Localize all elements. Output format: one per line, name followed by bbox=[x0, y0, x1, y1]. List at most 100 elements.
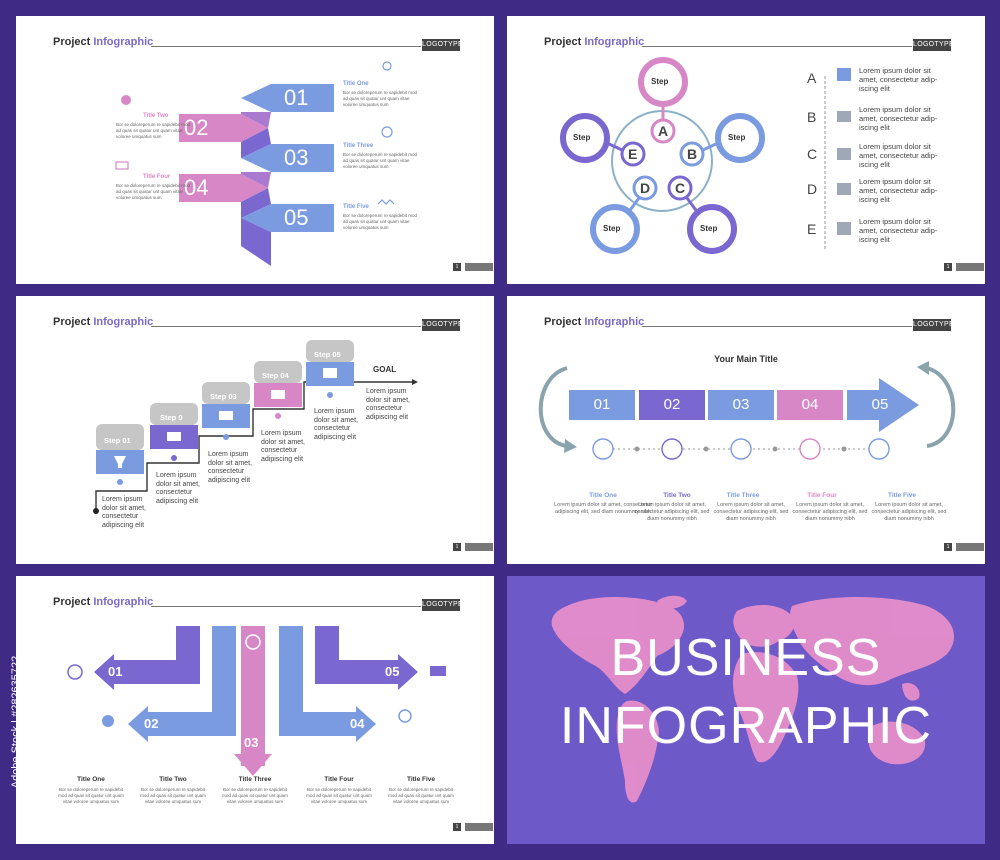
target-icon bbox=[102, 715, 114, 727]
target-icon bbox=[799, 438, 821, 460]
cycle-letter-c: C bbox=[675, 180, 686, 196]
ribbon-01 bbox=[241, 84, 334, 112]
process-arrow-05 bbox=[847, 378, 919, 432]
checkbox-icon bbox=[837, 68, 851, 81]
chart-icon bbox=[115, 161, 129, 170]
step-label-05: Step 05 bbox=[314, 350, 341, 359]
step-label-04: Step 04 bbox=[262, 371, 289, 380]
bar-chart-icon bbox=[868, 438, 890, 460]
list-text-d: Lorem ipsum dolor sit amet, consectetur … bbox=[859, 177, 938, 204]
world-map-illustration bbox=[551, 595, 955, 803]
step-circle-bottom-left bbox=[590, 204, 640, 254]
title-five: Title Five bbox=[887, 492, 917, 499]
gold-bars-icon bbox=[837, 183, 851, 195]
list-letter-a: A bbox=[807, 70, 817, 86]
title-two: Title Two bbox=[663, 492, 691, 499]
arrow-number-01: 01 bbox=[108, 664, 123, 679]
ribbon-number-05: 05 bbox=[284, 205, 309, 230]
title-two: Title Two bbox=[143, 113, 169, 119]
stopwatch-icon bbox=[382, 61, 392, 71]
page-number: 1 bbox=[453, 263, 461, 271]
header-rule bbox=[151, 46, 421, 47]
cycle-letter-d: D bbox=[640, 180, 651, 196]
step-label-01: Step 01 bbox=[104, 436, 131, 445]
slide-cover-world-map: BUSINESS INFOGRAPHIC bbox=[507, 576, 985, 844]
ribbon-number-03: 03 bbox=[284, 145, 309, 170]
ribbon-number-01: 01 bbox=[284, 85, 309, 110]
logotype-badge: LOGOTYPE bbox=[422, 319, 463, 331]
cycle-letter-b: B bbox=[687, 146, 698, 162]
title-four: Title Four bbox=[143, 174, 171, 180]
title-three: Title Three bbox=[238, 776, 272, 783]
list-letter-d: D bbox=[807, 181, 818, 197]
cycle-diagram bbox=[560, 57, 851, 254]
ribbon-02 bbox=[179, 114, 268, 142]
funnel-icon bbox=[114, 456, 126, 468]
list-letter-b: B bbox=[807, 109, 817, 125]
header-rule bbox=[151, 606, 421, 607]
title-four: Title Four bbox=[324, 776, 354, 783]
goal-label: GOAL bbox=[373, 365, 397, 374]
briefcase-icon bbox=[837, 111, 851, 122]
title-one: Title One bbox=[589, 492, 617, 499]
slide-header: Project Infographic bbox=[544, 36, 645, 48]
ribbon-03 bbox=[241, 144, 334, 172]
step-label-left: Step bbox=[573, 133, 591, 142]
header-rule bbox=[642, 326, 912, 327]
list-text-c: Lorem ipsum dolor sit amet, consectetur … bbox=[859, 142, 938, 169]
step-label-bottom-right: Step bbox=[700, 224, 718, 233]
page-number: 1 bbox=[453, 823, 461, 831]
cover-title-line2: INFOGRAPHIC bbox=[559, 697, 933, 755]
stopwatch-icon bbox=[67, 664, 83, 680]
step-label-03: Step 03 bbox=[210, 392, 237, 401]
lightbulb-icon bbox=[661, 438, 683, 460]
slide-header: Project Infographic bbox=[53, 36, 154, 48]
process-number-02: 02 bbox=[663, 396, 681, 413]
process-box-04 bbox=[777, 390, 843, 420]
arrow-02 bbox=[148, 626, 236, 736]
process-number-04: 04 bbox=[801, 396, 819, 413]
page-number: 1 bbox=[944, 263, 952, 271]
stock-watermark: Adobe Stock | #282635722 bbox=[10, 655, 22, 789]
title-five: Title Five bbox=[406, 776, 436, 783]
process-arrow-diagram bbox=[538, 361, 956, 460]
list-text-a: Lorem ipsum dolor sit amet, consectetur … bbox=[859, 66, 938, 93]
process-box-01 bbox=[569, 390, 635, 420]
page-number: 1 bbox=[453, 543, 461, 551]
logotype-badge: LOGOTYPE bbox=[422, 599, 463, 611]
footer-bar bbox=[465, 263, 493, 271]
arrow-number-05: 05 bbox=[385, 664, 400, 679]
slide-ribbon-steps: Project Infographic LOGOTYPE 01 02 03 04… bbox=[16, 16, 494, 284]
cover-title-line1: BUSINESS bbox=[610, 629, 882, 687]
main-title: Your Main Title bbox=[714, 354, 778, 364]
step-label-bottom-left: Step bbox=[603, 224, 621, 233]
money-icon bbox=[837, 222, 851, 235]
growth-chart-icon bbox=[219, 411, 233, 420]
footer-bar bbox=[956, 263, 984, 271]
arrow-number-03: 03 bbox=[244, 735, 259, 750]
title-four: Title Four bbox=[807, 492, 837, 499]
ribbon-05 bbox=[241, 204, 334, 232]
slide-cycle-steps: Project Infographic LOGOTYPE Step Step S… bbox=[507, 16, 985, 284]
bar-chart-icon bbox=[167, 432, 181, 441]
footer-bar bbox=[956, 543, 984, 551]
arrow-04 bbox=[279, 626, 356, 736]
header-rule bbox=[151, 326, 421, 327]
header-rule bbox=[642, 46, 912, 47]
wave-icon bbox=[377, 199, 395, 205]
brain-icon bbox=[381, 126, 393, 138]
lightbulb-icon bbox=[398, 709, 412, 723]
footer-bar bbox=[465, 543, 493, 551]
footer-bar bbox=[465, 823, 493, 831]
step-circle-right bbox=[715, 113, 765, 163]
dollar-icon bbox=[245, 634, 261, 650]
step-circle-bottom-right bbox=[687, 204, 737, 254]
bar-chart-icon bbox=[837, 148, 851, 160]
process-box-03 bbox=[708, 390, 774, 420]
cycle-letter-e: E bbox=[628, 146, 638, 162]
logotype-badge: LOGOTYPE bbox=[422, 39, 463, 51]
bent-arrows-diagram bbox=[67, 626, 446, 776]
list-text-b: Lorem ipsum dolor sit amet, consectetur … bbox=[859, 105, 938, 132]
title-three: Title Three bbox=[726, 492, 760, 499]
process-number-01: 01 bbox=[593, 396, 611, 413]
